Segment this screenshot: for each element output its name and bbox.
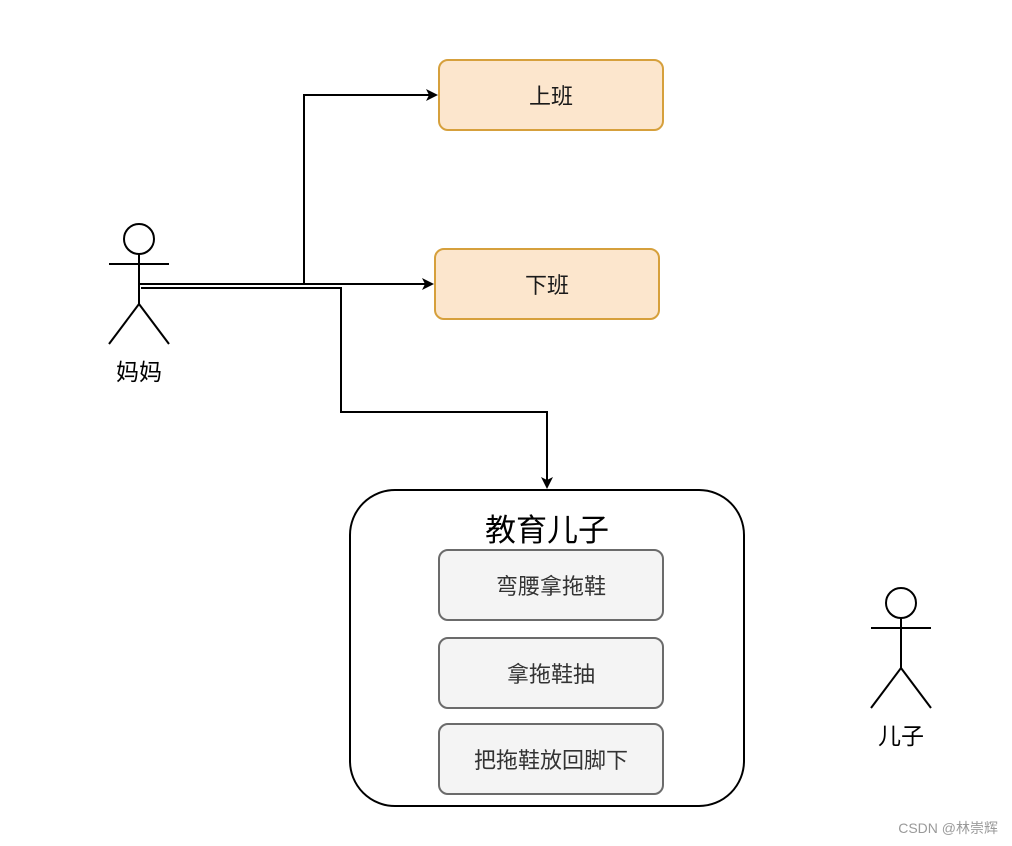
go-to-work-box[interactable]: 上班: [438, 59, 664, 131]
mom-actor-figure[interactable]: [108, 223, 170, 345]
off-work-box[interactable]: 下班: [434, 248, 660, 320]
step-bend-pick-slipper[interactable]: 弯腰拿拖鞋: [438, 549, 664, 621]
son-actor-label: 儿子: [878, 724, 924, 750]
step-hit-with-slipper[interactable]: 拿拖鞋抽: [438, 637, 664, 709]
watermark: CSDN @林崇辉: [898, 820, 998, 836]
edge-mom-to-educate-son: [141, 287, 553, 489]
mom-actor-label: 妈妈: [116, 360, 162, 386]
step-return-slipper[interactable]: 把拖鞋放回脚下: [438, 723, 664, 795]
educate-son-title: 教育儿子: [485, 513, 609, 549]
edge-mom-to-go-to-work: [139, 89, 438, 285]
son-actor-figure[interactable]: [870, 587, 932, 709]
